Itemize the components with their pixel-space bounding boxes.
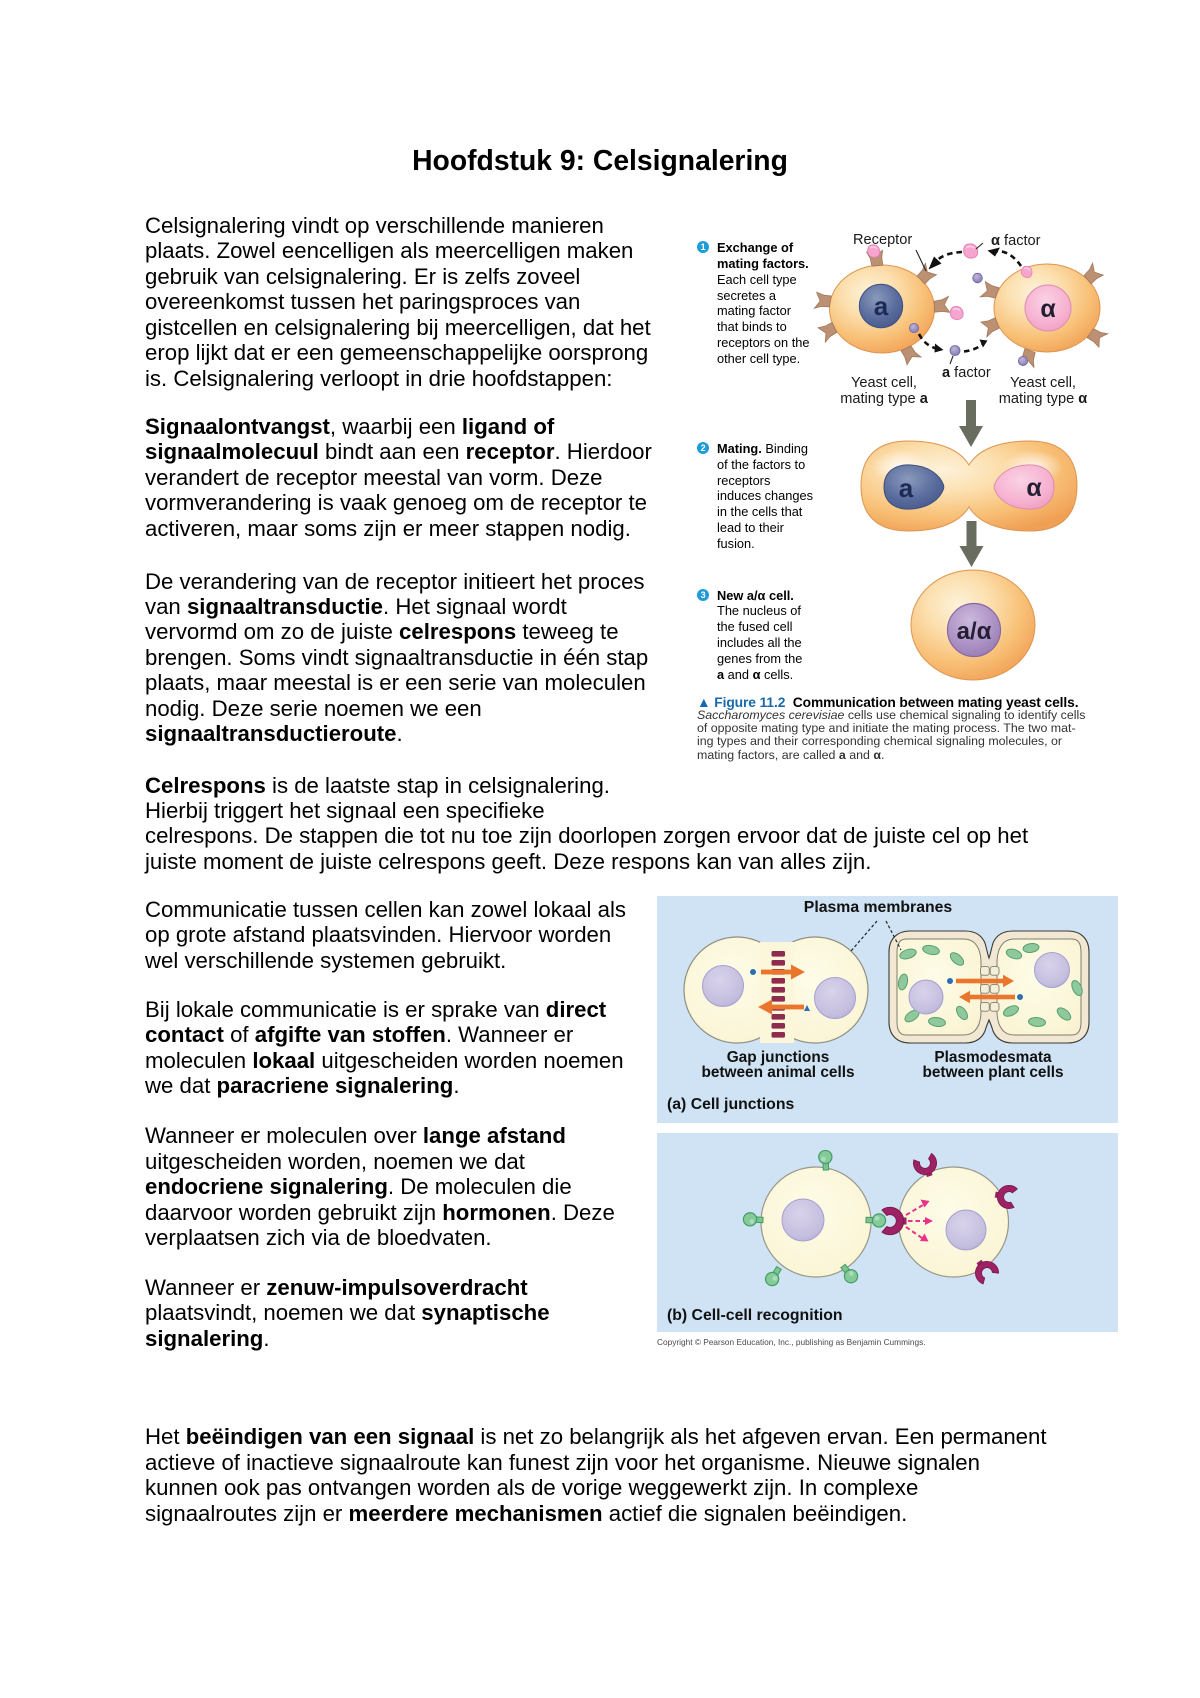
svg-text:a/α: a/α	[957, 618, 992, 645]
svg-text:a: a	[874, 291, 889, 321]
svg-text:α: α	[1040, 295, 1056, 323]
svg-text:a: a	[899, 473, 914, 503]
svg-text:α: α	[1026, 474, 1042, 502]
